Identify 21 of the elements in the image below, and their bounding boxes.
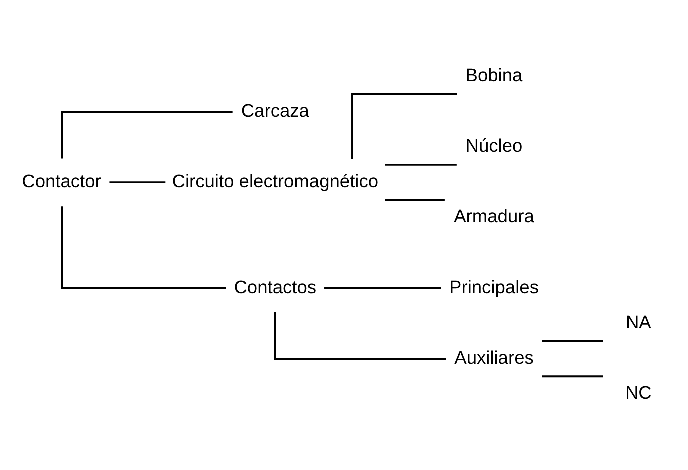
node-text: Armadura [454, 205, 534, 226]
connector [385, 198, 445, 201]
connector [110, 181, 166, 184]
connector [61, 206, 226, 289]
connector [61, 110, 233, 158]
node-text: Carcaza [241, 99, 310, 120]
connector [274, 312, 446, 360]
node-text: Bobina [466, 64, 523, 86]
node-text: NC [625, 382, 652, 403]
node-text: NA [626, 311, 652, 332]
connector [385, 163, 457, 166]
connector [352, 92, 457, 158]
node-text: Contactor [22, 170, 102, 191]
node-text: Principales [450, 276, 539, 297]
connector [324, 286, 442, 289]
node-text: Núcleo [466, 134, 523, 156]
node-text: Auxiliares [454, 346, 534, 368]
node-text: Circuito electromagnético [172, 170, 379, 191]
connector [542, 375, 604, 378]
node-text: Contactos [234, 276, 317, 297]
connector [542, 340, 604, 342]
